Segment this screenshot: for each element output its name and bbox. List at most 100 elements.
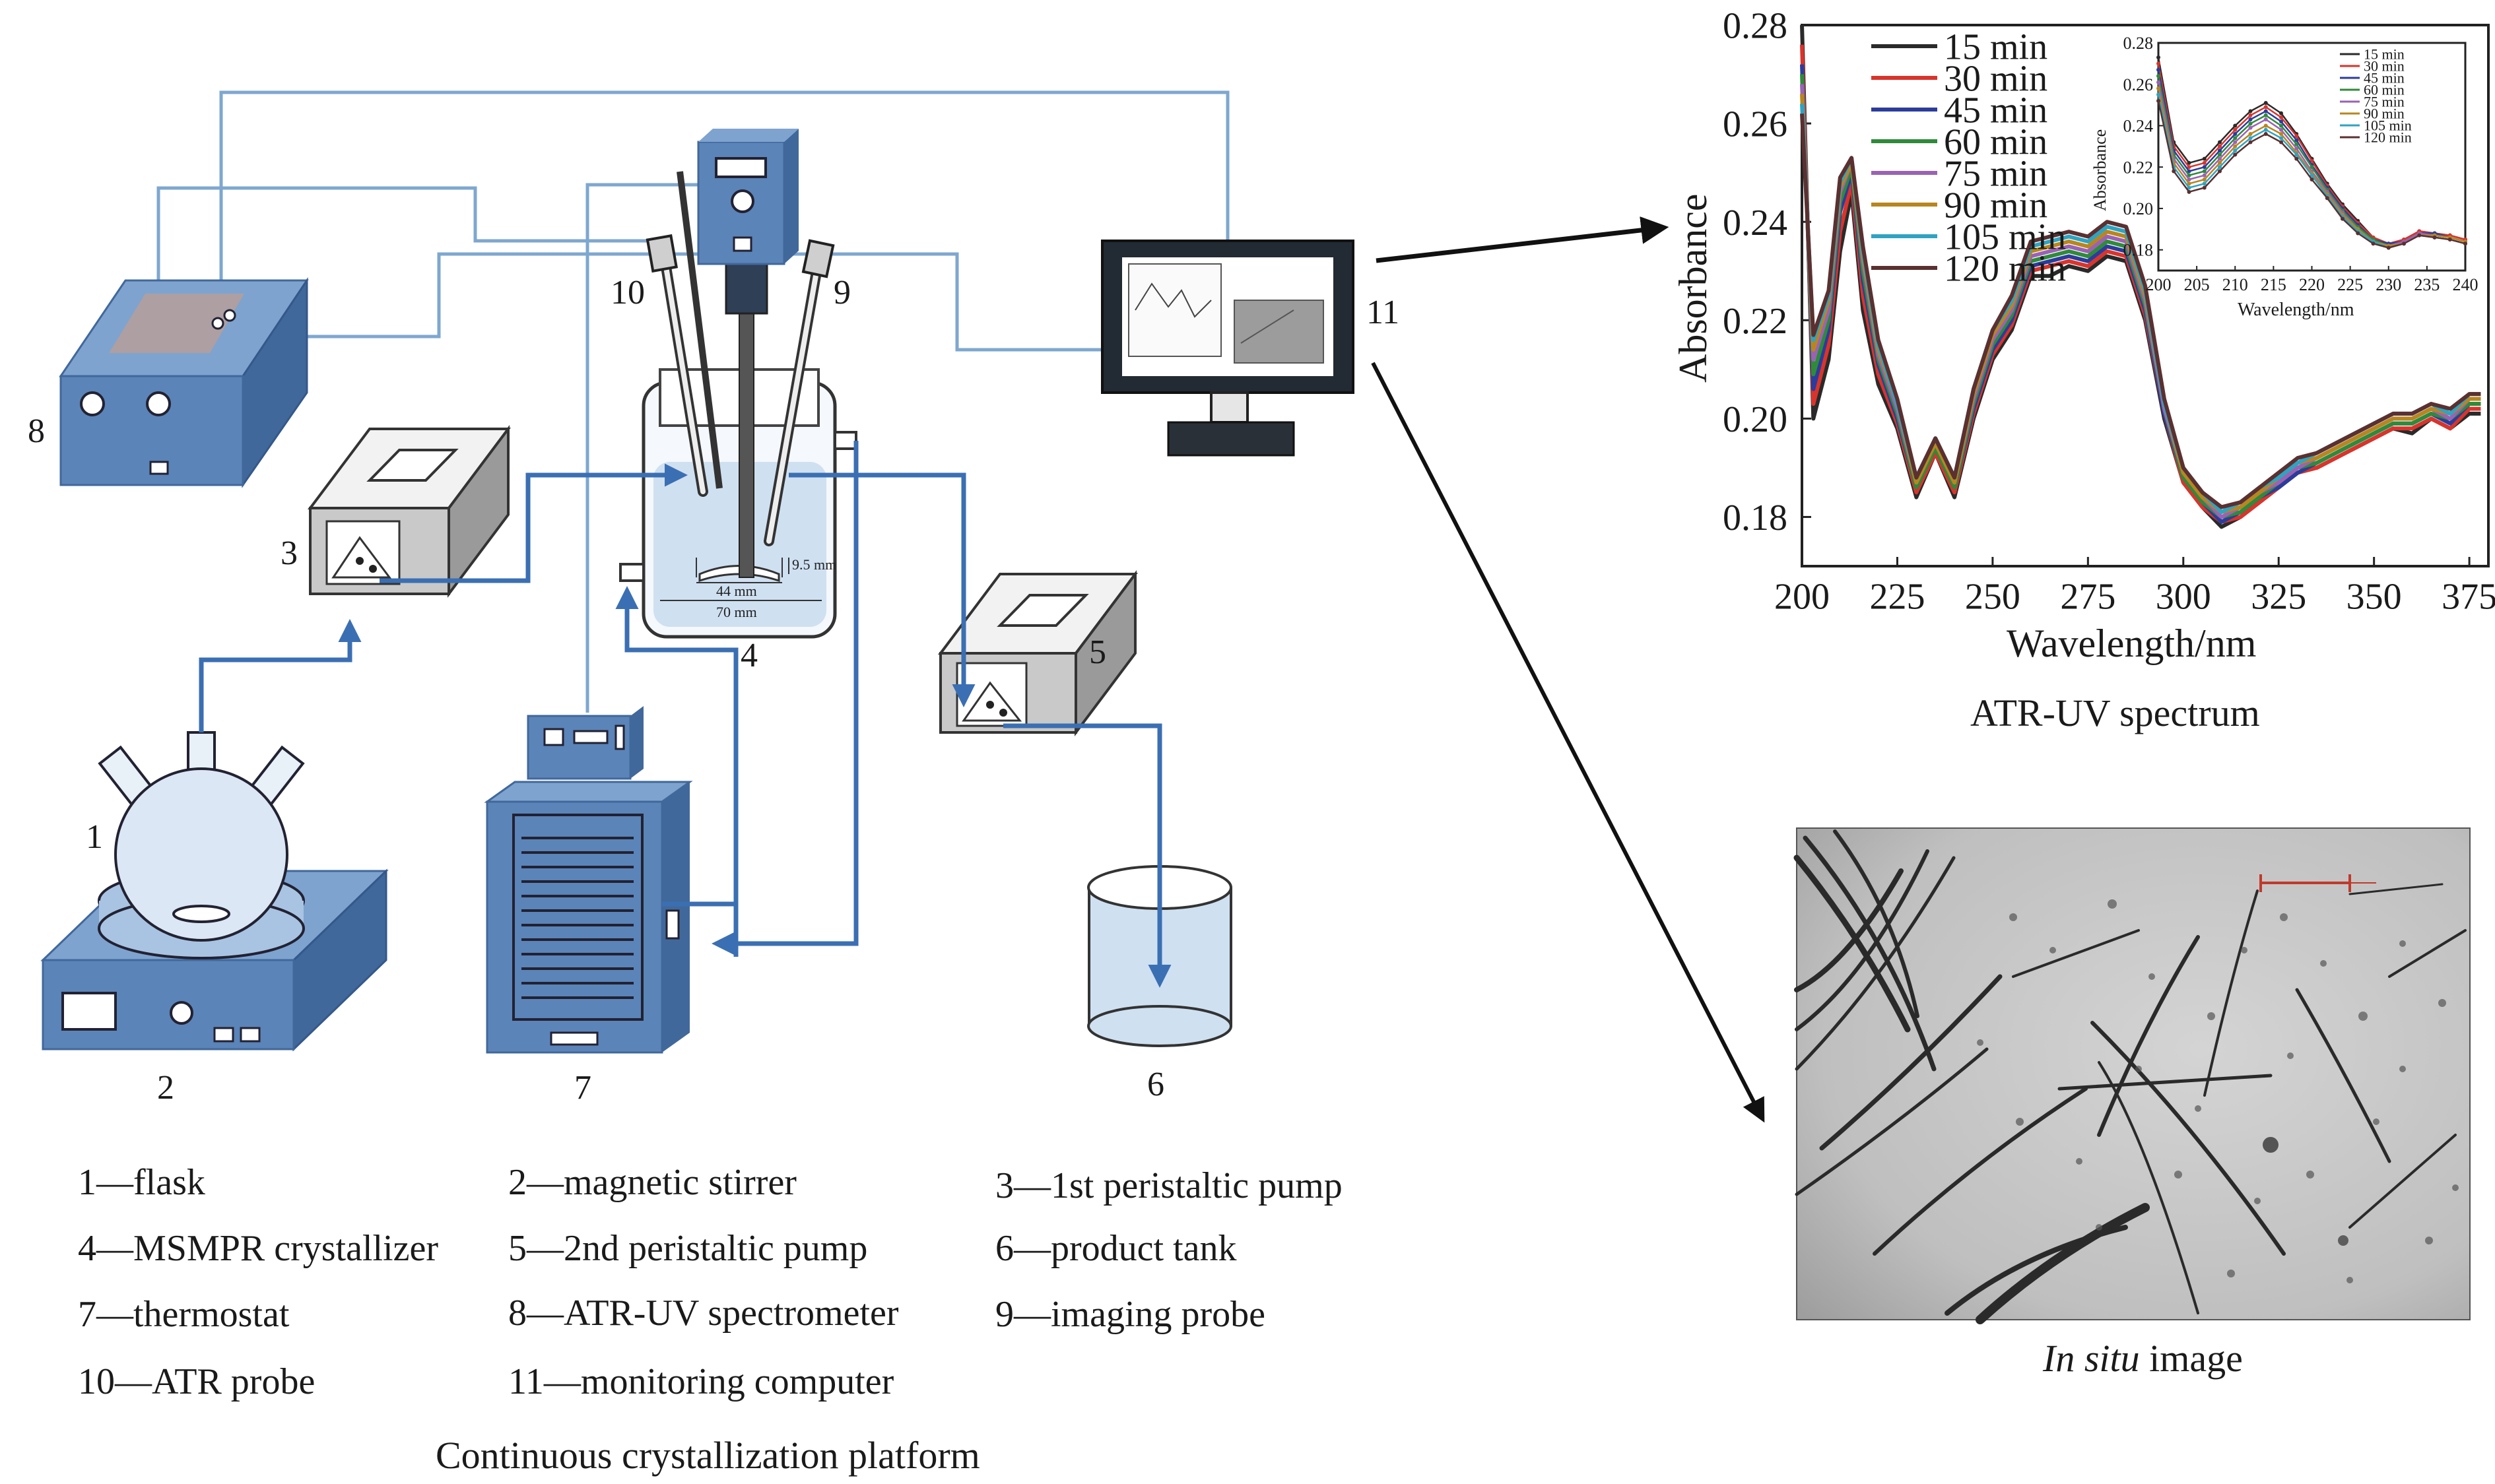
inset-series-lines: [2156, 55, 2467, 250]
pipe-crystallizer-to-thermostat: [712, 441, 859, 955]
arrow-to-image: [1371, 362, 1765, 1123]
dimension-44mm: 44 mm: [716, 583, 757, 599]
series-point: [2279, 119, 2283, 124]
series-point: [2233, 132, 2238, 136]
series-point: [2156, 86, 2160, 90]
pipe-flask-to-pump3: [199, 619, 362, 732]
label-8: 8: [28, 412, 45, 450]
series-point: [2263, 127, 2268, 132]
series-point: [2156, 80, 2160, 84]
legend-label: 105 min: [1944, 217, 2066, 258]
series-point: [2386, 245, 2391, 250]
label-10: 10: [611, 274, 645, 311]
in-situ-caption-italic: In situ: [2042, 1337, 2140, 1380]
series-point: [2187, 177, 2191, 181]
series-point: [2218, 144, 2222, 148]
x-tick-label: 220: [2299, 275, 2325, 294]
arrow-to-spectrum: [1376, 216, 1669, 263]
series-point: [2294, 152, 2299, 157]
series-point: [2172, 169, 2176, 174]
series-lines: [1800, 24, 2481, 529]
series-point: [2156, 92, 2160, 97]
series-point: [2263, 100, 2268, 105]
legend-item: 3—1st peristaltic pump: [995, 1165, 1343, 1206]
label-4: 4: [741, 637, 758, 674]
series-point: [2356, 231, 2360, 236]
y-tick-label: 0.28: [1723, 6, 1787, 47]
x-tick-label: 375: [2442, 576, 2495, 617]
wire-spectrometer-computer: [219, 90, 1230, 310]
label-11: 11: [1366, 294, 1399, 331]
y-tick-label: 0.22: [2123, 158, 2154, 177]
series-point: [2417, 233, 2422, 238]
x-tick-label: 275: [2060, 576, 2115, 617]
legend-label: 75 min: [2364, 94, 2405, 110]
msmpr-crystallizer: 9.5 mm 44 mm 70 mm: [619, 368, 857, 639]
x-tick-label: 200: [1774, 576, 1830, 617]
legend-item: 7—thermostat: [78, 1294, 290, 1335]
pipe-pump3-to-crystallizer: [380, 463, 688, 583]
series-point: [2156, 98, 2160, 103]
series-point: [2294, 146, 2299, 150]
series-point: [2248, 121, 2253, 126]
series-point: [2233, 127, 2238, 132]
series-point: [2233, 136, 2238, 141]
y-tick-label: 0.24: [2123, 117, 2154, 136]
in-situ-caption: In situ image: [2042, 1337, 2243, 1380]
x-tick-label: 235: [2414, 275, 2440, 294]
y-tick-label: 0.28: [2123, 34, 2154, 53]
equipment-numbers: 1 2 3 4 5 6 7 8 9 10 11: [28, 274, 1399, 1107]
series-point: [2202, 156, 2207, 161]
series-point: [2341, 216, 2345, 221]
series-point: [2202, 173, 2207, 177]
series-point: [2279, 140, 2283, 145]
series-point: [2432, 235, 2437, 240]
series-point: [2233, 152, 2238, 157]
x-tick-label: 205: [2184, 275, 2210, 294]
series-point: [2371, 242, 2376, 246]
legend-label: 90 min: [2364, 106, 2405, 122]
series-point: [2279, 127, 2283, 132]
flask: [98, 731, 305, 942]
y-ticks: 0.180.200.220.240.260.28: [1723, 6, 1811, 538]
y-tick-label: 0.26: [1723, 104, 1787, 145]
legend-label: 45 min: [1944, 90, 2047, 131]
series-point: [2233, 123, 2238, 128]
in-situ-image: [1793, 827, 2471, 1324]
pipes: [199, 441, 1172, 988]
x-tick-label: 300: [2156, 576, 2211, 617]
series-point: [2233, 140, 2238, 145]
series-point: [2447, 237, 2452, 242]
y-tick-label: 0.20: [2123, 199, 2154, 218]
series-point: [2233, 148, 2238, 153]
series-point: [2202, 177, 2207, 181]
series-point: [2218, 169, 2222, 174]
series-point: [2218, 152, 2222, 157]
inset-ylabel: Absorbance: [2090, 129, 2110, 211]
series-point: [2156, 55, 2160, 59]
series-point: [2310, 177, 2314, 181]
series-point: [2218, 140, 2222, 145]
imaging-probe: [764, 239, 835, 546]
series-point: [2279, 132, 2283, 136]
series-point: [2248, 113, 2253, 117]
series-point: [2187, 181, 2191, 186]
series-point: [2156, 61, 2160, 66]
legend-label: 120 min: [2364, 129, 2412, 146]
legend-label: 30 min: [2364, 58, 2405, 75]
pipe-pump5-to-tank: [1003, 723, 1172, 988]
series-point: [2218, 165, 2222, 170]
legend-label: 90 min: [1944, 185, 2047, 226]
legend-label: 30 min: [1944, 59, 2047, 100]
in-situ-caption-rest: image: [2140, 1337, 2243, 1380]
series-line-8: [1800, 113, 2481, 509]
series-point: [2187, 173, 2191, 177]
series-point: [2218, 148, 2222, 153]
series-point: [2279, 123, 2283, 128]
y-tick-label: 0.26: [2123, 75, 2154, 94]
series-point: [2263, 105, 2268, 110]
